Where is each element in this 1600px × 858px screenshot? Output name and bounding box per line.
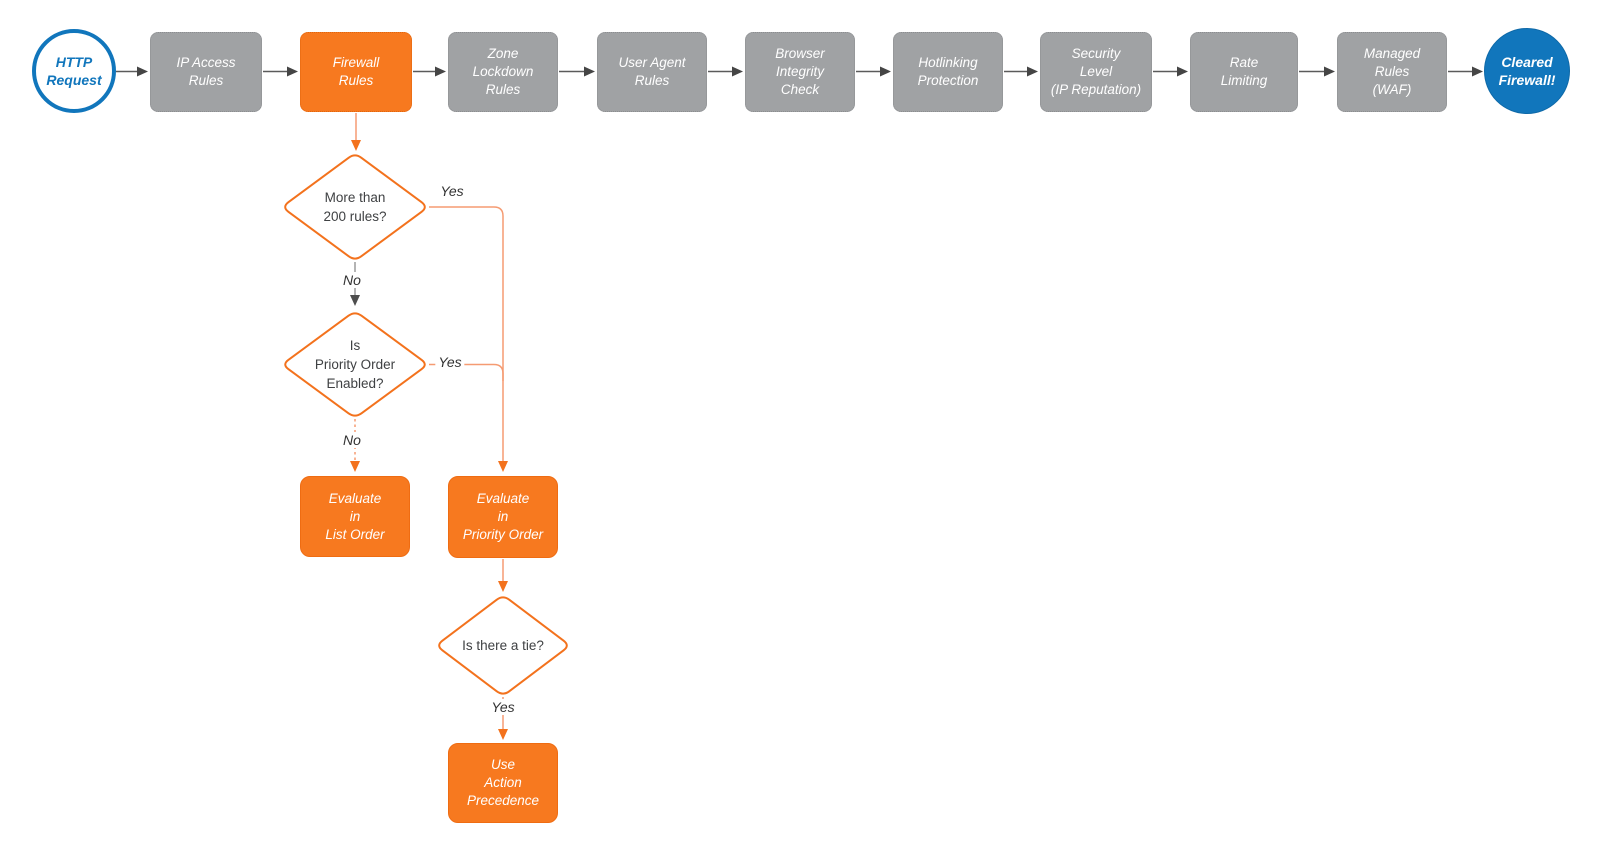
stage-security-level: Security Level (IP Reputation) xyxy=(1040,32,1152,112)
stage-rate-limiting: Rate Limiting xyxy=(1190,32,1298,112)
action-use-action-precedence: Use Action Precedence xyxy=(448,743,558,823)
decision-label-line: Enabled? xyxy=(326,376,384,391)
stage-label-line: Lockdown xyxy=(472,64,534,79)
decision-priority-enabled-shape xyxy=(284,312,426,417)
edge-label-rulecount-yes: Yes xyxy=(437,183,467,199)
stage-label-line: Rules xyxy=(1374,64,1410,79)
decision-label-line: Is there a tie? xyxy=(462,638,544,653)
node-http-request: HTTP Request xyxy=(32,29,116,113)
decision-rule-count-shape xyxy=(284,154,426,260)
action-label-line: Precedence xyxy=(466,793,540,808)
decision-priority-enabled-label: Is Priority Order Enabled? xyxy=(285,336,425,393)
stage-browser-integrity-check: Browser Integrity Check xyxy=(745,32,855,112)
action-label-line: Evaluate xyxy=(476,491,530,506)
action-evaluate-priority-order: Evaluate in Priority Order xyxy=(448,476,558,558)
decision-tie-shape xyxy=(438,596,568,695)
decision-rule-count-label: More than 200 rules? xyxy=(285,179,425,235)
stage-label-line: Browser xyxy=(775,46,825,61)
stage-user-agent-rules: User Agent Rules xyxy=(597,32,707,112)
action-label-line: List Order xyxy=(325,526,385,542)
stage-label-line: Security xyxy=(1071,46,1121,61)
stage-zone-lockdown-rules: Zone Lockdown Rules xyxy=(448,32,558,112)
action-label-line: Priority Order xyxy=(462,527,544,542)
stage-label-line: Zone xyxy=(487,46,519,61)
decision-label-line: Is xyxy=(349,338,361,353)
stage-label-line: Rules xyxy=(485,82,521,97)
edge-label-priority-yes: Yes xyxy=(435,354,465,370)
stage-label-line: Rules xyxy=(338,73,374,88)
stage-label-line: Managed xyxy=(1363,46,1421,61)
stage-label-line: Firewall xyxy=(332,55,380,70)
stage-label-line: Rules xyxy=(188,73,224,88)
connector-rulecount-yes-to-priority-box xyxy=(429,206,508,472)
stage-label-line: Protection xyxy=(917,73,979,88)
stage-label-line: Check xyxy=(780,82,820,97)
edge-label-rulecount-no: No xyxy=(340,272,364,288)
action-evaluate-list-order: Evaluate in List Order xyxy=(300,476,410,557)
action-label-line: Use xyxy=(490,757,515,772)
stage-label-line: Limiting xyxy=(1220,73,1268,88)
stage-label-line: Hotlinking xyxy=(918,55,978,70)
stage-label-line: (WAF) xyxy=(1372,82,1412,97)
connector-priorityenabled-yes-elbow xyxy=(429,363,504,381)
stage-label-line: Level xyxy=(1079,64,1113,79)
stage-label-line: IP Access xyxy=(176,55,236,70)
stage-firewall-rules: Firewall Rules xyxy=(300,32,412,112)
action-label-line: Evaluate xyxy=(328,490,382,506)
stage-label-line: (IP Reputation) xyxy=(1050,82,1142,97)
action-label-line: in xyxy=(349,508,361,524)
stage-label-line: User Agent xyxy=(618,55,686,70)
stage-hotlinking-protection: Hotlinking Protection xyxy=(893,32,1003,112)
action-label-line: Action xyxy=(484,775,522,790)
stage-managed-rules-waf: Managed Rules (WAF) xyxy=(1337,32,1447,112)
decision-label-line: 200 rules? xyxy=(323,209,387,224)
node-label-line: Request xyxy=(46,72,102,88)
stage-ip-access-rules: IP Access Rules xyxy=(150,32,262,112)
decision-tie-label: Is there a tie? xyxy=(436,636,570,655)
decision-label-line: Priority Order xyxy=(314,357,396,372)
node-cleared-firewall: Cleared Firewall! xyxy=(1484,28,1570,114)
action-label-line: in xyxy=(497,509,509,524)
edge-label-tie-yes: Yes xyxy=(488,699,518,715)
stage-label-line: Rate xyxy=(1229,55,1259,70)
stage-label-line: Rules xyxy=(634,73,670,88)
node-label-line: Firewall! xyxy=(1498,72,1556,88)
decision-label-line: More than xyxy=(324,190,386,205)
node-label-line: Cleared xyxy=(1501,54,1553,70)
edge-label-priority-no: No xyxy=(340,432,364,448)
stage-label-line: Integrity xyxy=(775,64,825,79)
node-label-line: HTTP xyxy=(55,54,93,70)
